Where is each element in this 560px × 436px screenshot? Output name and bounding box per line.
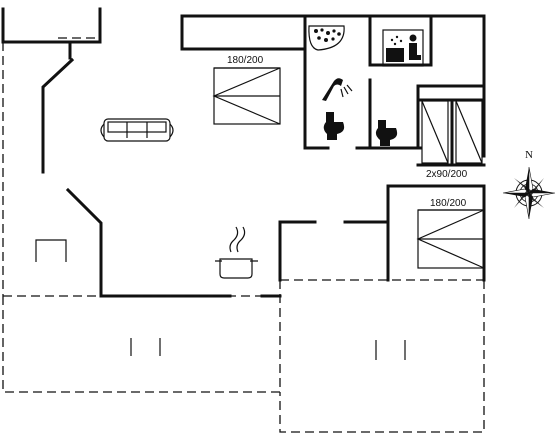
sauna-icon bbox=[382, 29, 424, 67]
bed-bottom bbox=[416, 209, 485, 269]
shower-icon bbox=[322, 78, 353, 101]
stove-pot-icon bbox=[215, 226, 258, 279]
terrace-marks bbox=[130, 338, 406, 360]
toilet-icon bbox=[323, 112, 345, 140]
whirlpool-icon bbox=[308, 25, 345, 51]
bed-top bbox=[212, 67, 281, 125]
terrace-outlines bbox=[2, 37, 485, 433]
bed-top-label: 180/200 bbox=[227, 55, 264, 66]
walls bbox=[1, 7, 486, 298]
bed-twin-label: 2x90/200 bbox=[426, 169, 468, 180]
bed-bottom-label: 180/200 bbox=[430, 198, 467, 209]
sofa-icon bbox=[100, 118, 174, 142]
compass-rose-icon bbox=[502, 166, 556, 220]
toilet-icon bbox=[375, 120, 398, 146]
compass-north-label: N bbox=[525, 149, 533, 161]
bed-twin bbox=[421, 100, 483, 164]
chair-icon bbox=[35, 239, 67, 262]
